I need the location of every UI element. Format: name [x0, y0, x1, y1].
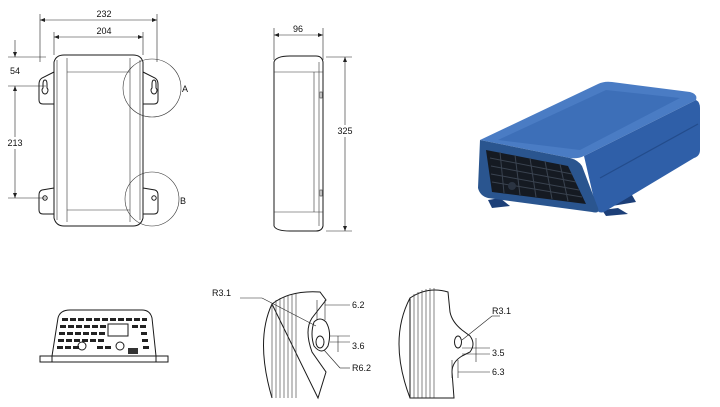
keyhole-slot-left: [41, 79, 49, 95]
rear-panel-view: [39, 309, 169, 363]
dim-overall-width: 232: [96, 9, 111, 19]
detail-label-b: B: [180, 196, 186, 206]
grille: [486, 150, 586, 204]
detail-a-view: 6.2 3.6 R3.1 R6.2: [212, 288, 371, 400]
side-body-outline: [273, 55, 324, 232]
dim-depth: 96: [293, 24, 303, 34]
dim-a-slot-depth: 3.6: [352, 341, 365, 351]
keyhole-slot-right: [150, 79, 158, 95]
flange-bottom-left: [38, 187, 55, 215]
detail-circle-b: [124, 171, 180, 227]
front-view: 232 204 54 213 A: [4, 9, 188, 227]
foot-front-left: [488, 198, 510, 208]
front-body-outline: [53, 54, 144, 227]
dim-b-radius: R3.1: [492, 306, 511, 316]
detail-a-keyhole: [311, 318, 331, 352]
flange-top-right: [142, 71, 159, 105]
foot-front-right: [602, 208, 628, 216]
detail-label-a: A: [182, 84, 188, 94]
rear-panel-outline: [51, 309, 157, 357]
side-view: 96 325: [273, 24, 355, 232]
flange-top-left: [38, 71, 55, 105]
rear-panel-feet: [39, 355, 169, 363]
detail-b-hole: [454, 335, 462, 349]
mount-hole-right: [151, 195, 157, 201]
dim-a-slot-width: 6.2: [352, 300, 365, 310]
dim-length: 325: [337, 126, 352, 136]
isometric-housing-view: [478, 81, 700, 216]
dim-a-radius-bottom: R6.2: [352, 363, 371, 373]
dim-hole-spacing: 213: [7, 138, 22, 148]
dim-body-width: 204: [96, 26, 111, 36]
mount-hole-left: [42, 195, 48, 201]
detail-circle-a: [122, 58, 182, 118]
housing-side: [584, 100, 700, 213]
dim-b-slot-width: 6.3: [492, 367, 505, 377]
flange-bottom-right: [142, 187, 159, 215]
dim-a-radius-top: R3.1: [212, 288, 231, 298]
dim-b-slot-depth: 3.5: [492, 348, 505, 358]
dim-top-offset: 54: [10, 66, 20, 76]
front-connector: [508, 182, 516, 190]
rear-socket: [107, 323, 129, 337]
detail-b-view: R3.1 3.5 6.3: [398, 288, 511, 399]
